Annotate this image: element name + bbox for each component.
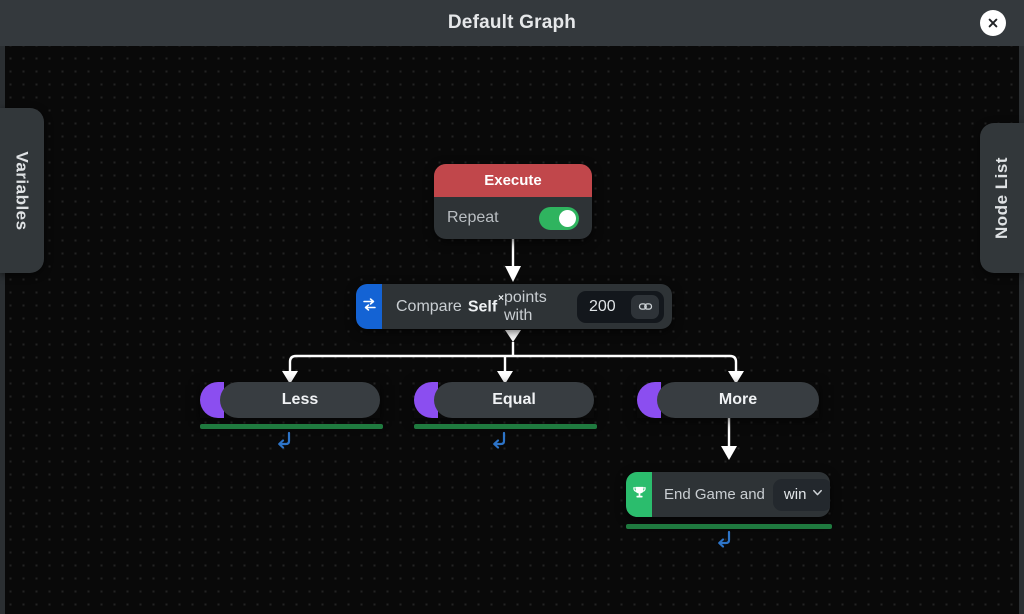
variables-tab-label: Variables [13, 150, 33, 231]
repeat-toggle[interactable] [539, 206, 579, 230]
return-arrow-icon-equal[interactable] [487, 430, 509, 457]
branch-label: Equal [434, 382, 594, 418]
compare-value-field[interactable]: 200 [577, 290, 664, 323]
close-icon [986, 16, 1000, 30]
compare-body: Compare Self× points with 200 [382, 284, 672, 329]
chevron-down-icon [811, 486, 824, 504]
exec-bar-endgame [626, 524, 832, 529]
endgame-outcome-dropdown[interactable]: win [772, 478, 830, 511]
close-button[interactable] [980, 10, 1006, 36]
exec-bar-less [200, 424, 383, 429]
compare-arrows-icon [361, 296, 378, 318]
return-arrow-icon-less[interactable] [272, 430, 294, 457]
compare-target-chip[interactable]: Self× [467, 293, 504, 316]
connector-layer [282, 239, 744, 460]
compare-value[interactable]: 200 [589, 297, 616, 315]
node-execute-title: Execute [434, 164, 592, 197]
page-title: Default Graph [447, 12, 577, 33]
exec-bar-equal [414, 424, 597, 429]
node-list-drawer-tab[interactable]: Node List [980, 123, 1024, 273]
node-branch-less[interactable]: Less [200, 382, 380, 418]
compare-text-before: Compare [396, 297, 462, 315]
return-arrow-icon-endgame[interactable] [712, 529, 734, 556]
node-execute[interactable]: Execute Repeat [434, 164, 592, 239]
compare-target-remove-icon[interactable]: × [498, 292, 504, 304]
node-list-tab-label: Node List [992, 157, 1012, 239]
branch-label: Less [220, 382, 380, 418]
node-branch-more[interactable]: More [637, 382, 819, 418]
branch-label: More [657, 382, 819, 418]
link-chain-icon[interactable] [631, 294, 659, 319]
endgame-accent [626, 472, 652, 517]
trophy-icon [631, 484, 648, 506]
window-titlebar: Default Graph [0, 0, 1024, 46]
endgame-body: End Game and win [652, 472, 830, 517]
node-end-game[interactable]: End Game and win [626, 472, 830, 517]
compare-accent [356, 284, 382, 329]
canvas-left-border [0, 46, 5, 614]
compare-target-label: Self [467, 298, 498, 316]
graph-canvas[interactable]: Execute Repeat Compare [0, 46, 1024, 614]
compare-text-middle: points with [504, 288, 547, 324]
endgame-outcome-value: win [783, 486, 807, 503]
canvas-right-border [1019, 46, 1024, 614]
node-execute-body: Repeat [434, 197, 592, 239]
repeat-label: Repeat [447, 209, 499, 226]
endgame-label: End Game and [664, 486, 765, 503]
node-compare[interactable]: Compare Self× points with 200 [356, 284, 672, 329]
variables-drawer-tab[interactable]: Variables [0, 108, 44, 273]
toggle-knob [559, 209, 576, 227]
node-branch-equal[interactable]: Equal [414, 382, 594, 418]
